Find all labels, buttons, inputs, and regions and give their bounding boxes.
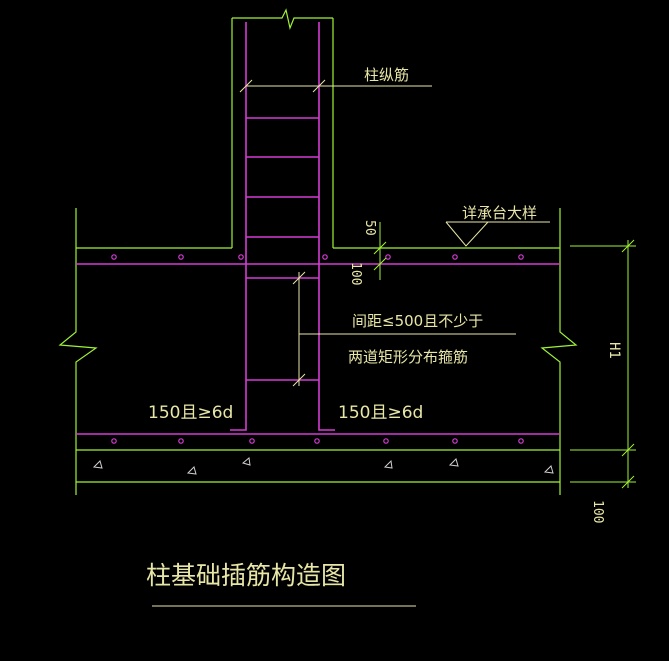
cap-top-reinforcement — [76, 254, 560, 265]
spacing-note-line2: 两道矩形分布箍筋 — [348, 348, 468, 366]
elevation-marker — [445, 221, 550, 247]
dim-50-label: 50 — [362, 220, 377, 236]
anchor-length-right-label: 150且≥6d — [338, 403, 423, 423]
column-bar-label: 柱纵筋 — [364, 66, 409, 84]
right-dimension-lines — [570, 239, 636, 489]
column-bar-leader — [239, 79, 432, 93]
spacing-note-line1: 间距≤500且不少于 — [352, 312, 483, 330]
stirrup-spacing-dimension — [292, 271, 516, 387]
column-outline — [231, 8, 334, 248]
dim-h1-label: H1 — [606, 342, 622, 359]
drawing-title: 柱基础插筋构造图 — [146, 561, 346, 590]
dim-100-top-label: 100 — [348, 262, 363, 285]
dim-100-bottom-label: 100 — [590, 500, 605, 523]
cap-bottom-reinforcement — [76, 433, 560, 444]
plain-concrete-bedding-hatch — [92, 457, 554, 475]
see-pile-cap-detail-label: 详承台大样 — [462, 204, 537, 222]
foundation-outline — [58, 208, 578, 495]
column-stirrups — [246, 117, 319, 381]
anchor-length-left-label: 150且≥6d — [148, 403, 233, 423]
column-dowel-bars — [230, 22, 335, 431]
top-dimension-lines — [373, 222, 387, 280]
